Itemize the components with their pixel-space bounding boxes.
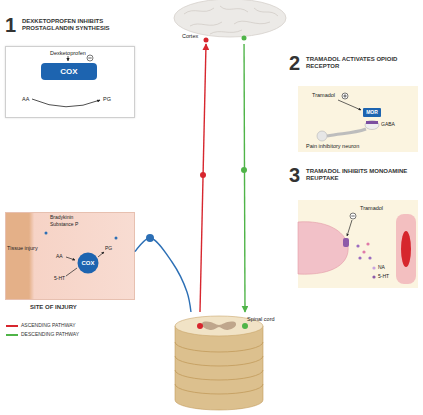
molecule-label: NA xyxy=(378,265,385,271)
callout-number: 1 xyxy=(5,14,16,36)
tissue-label: Tissue injury xyxy=(7,245,38,251)
drug-name: Tramadol xyxy=(360,205,383,211)
legend-entry: DESCENDING PATHWAY xyxy=(6,331,79,338)
legend-entry: ASCENDING PATHWAY xyxy=(6,322,76,329)
drug-name: Dexketoprofen xyxy=(50,50,86,56)
node-label: MOR xyxy=(363,108,381,117)
synapse-dots xyxy=(200,167,247,178)
molecule-label: GABA xyxy=(381,122,395,128)
molecule-label: Substance P xyxy=(50,222,78,228)
panel-heading: TRAMADOL INHIBITS MONOAMINE REUPTAKE xyxy=(306,168,418,182)
pathway-group xyxy=(200,44,206,312)
enzyme-circle: COX xyxy=(77,252,99,274)
pathway-group xyxy=(244,44,246,312)
molecule-label: 5-HT xyxy=(378,274,389,280)
brain-node: Cortex xyxy=(170,0,290,44)
callout-number: 3 xyxy=(289,164,300,186)
panel-box: TRAMADOL INHIBITS MONOAMINE REUPTAKE xyxy=(298,200,418,288)
panel-heading: DEXKETOPROFEN INHIBITS PROSTAGLANDIN SYN… xyxy=(22,18,134,32)
node-label: Spinal cord xyxy=(247,316,275,322)
nerve-pathway xyxy=(200,44,206,312)
panel-heading: TRAMADOL ACTIVATES OPIOID RECEPTOR xyxy=(306,56,418,70)
molecule-label: 5-HT xyxy=(54,276,65,282)
callout-number: 2 xyxy=(289,52,300,74)
node-label: COX xyxy=(77,252,99,274)
spinal-cord-node: Spinal cord xyxy=(165,312,283,412)
receptor-box: MOR xyxy=(363,108,381,117)
nerve-pathway xyxy=(135,238,191,312)
pathway-group xyxy=(135,238,191,312)
molecule-label: Bradykinin xyxy=(50,215,73,221)
nerve-pathway xyxy=(243,44,245,312)
drug-name: Tramadol xyxy=(312,92,335,98)
cylinder-shape xyxy=(165,312,283,412)
molecule-label: AA xyxy=(22,96,29,102)
legend-text: DESCENDING PATHWAY xyxy=(21,331,79,337)
molecule-label: PG xyxy=(105,246,112,252)
legend-text: ASCENDING PATHWAY xyxy=(21,322,76,328)
molecule-label: AA xyxy=(56,254,63,260)
node-label: COX xyxy=(41,63,97,80)
enzyme-box: COX xyxy=(41,63,97,80)
legend-swatch xyxy=(6,325,18,327)
cell-label: Pain inhibitory neuron xyxy=(306,143,359,149)
molecule-label: PG xyxy=(103,96,111,102)
node-label: Cortex xyxy=(182,33,198,39)
panel-heading: SITE OF INJURY xyxy=(30,304,77,311)
legend-swatch xyxy=(6,334,18,336)
panel-box: DEXKETOPROFEN INHIBITS PROSTAGLANDIN SYN… xyxy=(5,46,135,118)
